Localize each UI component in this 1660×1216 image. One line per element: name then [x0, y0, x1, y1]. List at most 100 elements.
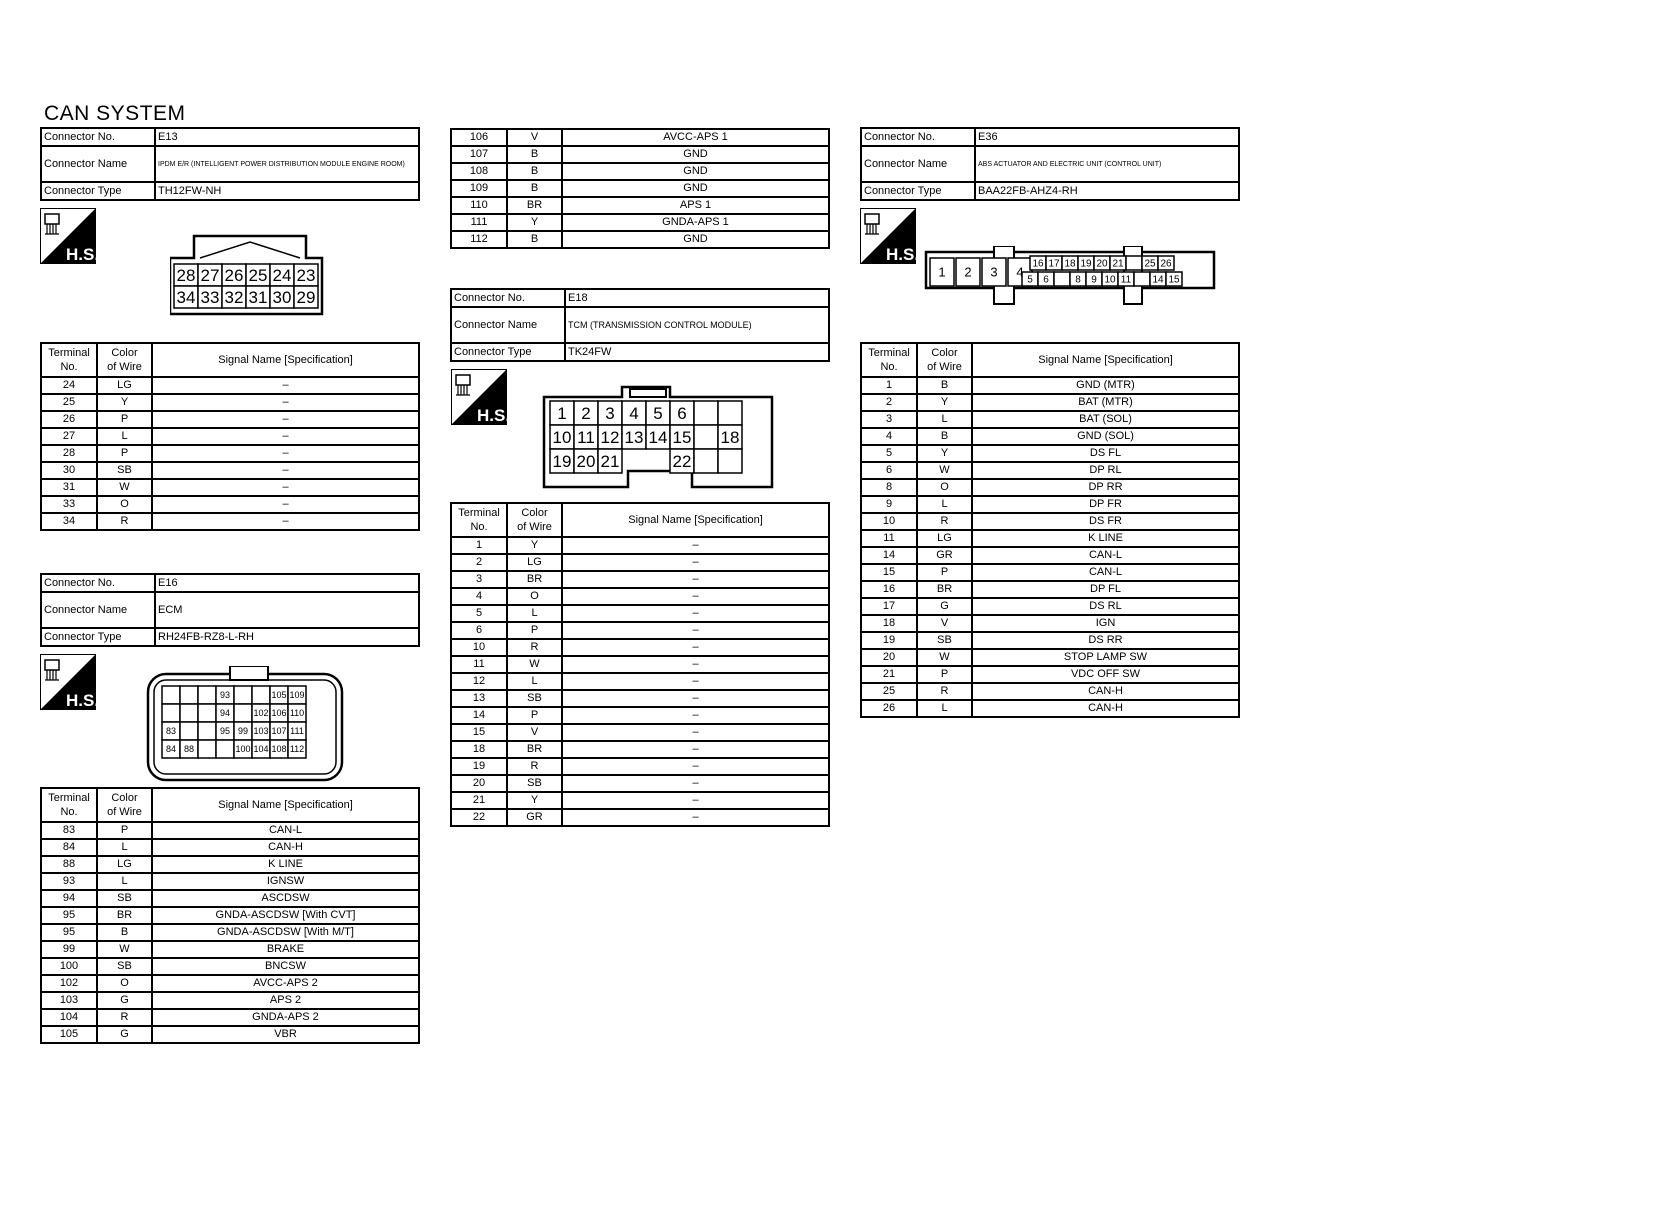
terminal-cell	[717, 424, 743, 450]
wire-color: B	[506, 179, 563, 198]
terminal-cell	[161, 703, 181, 723]
wire-color: LG	[916, 529, 973, 548]
power-terminal	[955, 257, 981, 287]
terminal-no: 1	[860, 376, 918, 395]
terminal-no: 103	[40, 991, 98, 1010]
wire-color: L	[96, 872, 153, 891]
signal-name: BRAKE	[151, 940, 420, 959]
terminal-no: 15	[860, 563, 918, 582]
terminal-no: 20	[450, 774, 508, 793]
signal-name: DP FR	[971, 495, 1240, 514]
terminal-label: 3	[605, 404, 614, 423]
wire-color: R	[916, 682, 973, 701]
wire-color: BR	[506, 740, 563, 759]
terminal-no: 83	[40, 821, 98, 840]
terminal-no: 26	[40, 410, 98, 429]
terminal-cell	[597, 448, 623, 474]
wire-color: V	[916, 614, 973, 633]
wire-color: O	[916, 478, 973, 497]
terminal-cell	[215, 739, 235, 759]
terminal-label: 6	[1043, 275, 1049, 286]
wire-color: O	[96, 974, 153, 993]
wire-color: W	[96, 478, 153, 497]
terminal-label: 33	[201, 288, 220, 307]
terminal-cell	[197, 721, 217, 741]
hs-label: H.S.	[66, 245, 96, 264]
terminal-label: 34	[177, 288, 196, 307]
terminal-no: 26	[860, 699, 918, 718]
connector-name-value: IPDM E/R (INTELLIGENT POWER DISTRIBUTION…	[154, 145, 420, 183]
terminal-no: 14	[450, 706, 508, 725]
terminal-cell	[621, 424, 647, 450]
connector-name-label: Connector Name	[40, 591, 156, 629]
terminal-no: 109	[450, 179, 508, 198]
terminal-cell	[287, 739, 307, 759]
terminal-label: 15	[1168, 275, 1180, 286]
terminal-no: 100	[40, 957, 98, 976]
terminal-no: 2	[860, 393, 918, 412]
connector-type-label: Connector Type	[40, 181, 156, 201]
wire-color: R	[506, 638, 563, 657]
wire-color: O	[96, 495, 153, 514]
connector-no-value: E16	[154, 573, 420, 593]
harness-side-icon: H.S.	[451, 369, 507, 425]
terminal-no: 112	[450, 230, 508, 249]
terminal-label: 13	[625, 428, 644, 447]
terminal-label: 19	[553, 452, 572, 471]
terminal-no: 3	[450, 570, 508, 589]
signal-name: –	[561, 621, 830, 640]
terminal-no: 11	[450, 655, 508, 674]
wire-color: P	[916, 563, 973, 582]
wire-color: SB	[916, 631, 973, 650]
terminal-no: 111	[450, 213, 508, 232]
terminal-no: 93	[40, 872, 98, 891]
terminal-label: 16	[1032, 259, 1044, 270]
signal-name: –	[561, 774, 830, 793]
terminal-no: 27	[40, 427, 98, 446]
terminal-label: 11	[577, 428, 595, 447]
wire-color: L	[916, 699, 973, 718]
terminal-label: 14	[1152, 275, 1164, 286]
terminal-label: 22	[673, 452, 692, 471]
connector-name-value: ECM	[154, 591, 420, 629]
signal-name-header: Signal Name [Specification]	[561, 502, 830, 538]
terminal-no: 15	[450, 723, 508, 742]
terminal-label: 109	[289, 690, 304, 700]
connector-type-label: Connector Type	[40, 627, 156, 647]
terminal-label: 1	[557, 404, 566, 423]
terminal-no: 94	[40, 889, 98, 908]
terminal-no: 5	[450, 604, 508, 623]
wire-color: V	[506, 128, 563, 147]
terminal-label: 12	[601, 428, 620, 447]
signal-name: –	[151, 376, 420, 395]
terminal-no: 30	[40, 461, 98, 480]
connector-type-label: Connector Type	[860, 181, 976, 201]
terminal-cell	[161, 685, 181, 705]
terminal-no: 1	[450, 536, 508, 555]
connector-latch	[199, 241, 301, 259]
terminal-cell	[717, 400, 743, 426]
signal-name: DP RL	[971, 461, 1240, 480]
signal-name: CAN-L	[971, 563, 1240, 582]
